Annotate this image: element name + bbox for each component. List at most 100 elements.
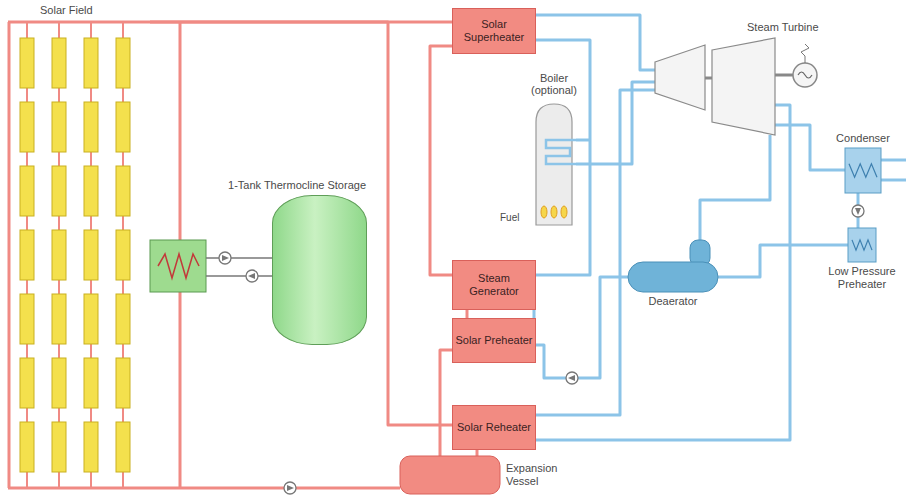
pipe-line bbox=[536, 15, 655, 70]
feedwater-preheater: Low Pressure Preheater bbox=[848, 228, 876, 262]
boiler-outline bbox=[532, 100, 576, 225]
expansion-vessel: Expansion Vessel bbox=[400, 456, 500, 494]
trough-collector bbox=[52, 166, 66, 216]
component-label: Deaerator bbox=[649, 295, 698, 308]
trough-collector bbox=[20, 38, 34, 88]
pump-arrow bbox=[287, 485, 294, 491]
trough-collector bbox=[84, 358, 98, 408]
pump-arrow bbox=[855, 208, 861, 215]
component-label: Condenser bbox=[836, 132, 890, 145]
lp-turbine bbox=[712, 38, 775, 135]
exchanger-coil bbox=[849, 164, 877, 178]
trough-collector bbox=[52, 38, 66, 88]
vessel-outline bbox=[400, 456, 500, 494]
trough-collector bbox=[84, 166, 98, 216]
cold-header bbox=[8, 487, 150, 490]
heat-exchanger: Solar Reheater bbox=[452, 405, 536, 450]
cooling-water-pipe bbox=[881, 179, 906, 182]
pump-symbol bbox=[284, 482, 296, 494]
pipe-line bbox=[476, 450, 479, 456]
hxBlue-outline bbox=[845, 148, 881, 193]
condenser: Condenser bbox=[845, 148, 881, 193]
trough-collector bbox=[52, 294, 66, 344]
generator-sine bbox=[798, 72, 812, 78]
trough-collector bbox=[20, 294, 34, 344]
trough-collector bbox=[116, 102, 130, 152]
trough-collector bbox=[116, 38, 130, 88]
pipe-line bbox=[440, 350, 452, 456]
component-label: Solar Field bbox=[40, 4, 150, 17]
burner-flame bbox=[541, 206, 547, 218]
field-pipe bbox=[8, 22, 11, 488]
solar-field: Solar Field bbox=[8, 2, 150, 488]
trough-collector bbox=[84, 230, 98, 280]
exchanger-body bbox=[848, 228, 876, 262]
pump-arrow bbox=[222, 255, 229, 261]
turbine-outline bbox=[655, 38, 775, 135]
exchanger-coil bbox=[158, 254, 199, 278]
trough-collector bbox=[20, 230, 34, 280]
heat-exchanger: Steam Generator bbox=[452, 260, 536, 310]
trough-collector bbox=[116, 422, 130, 472]
pipe-line bbox=[576, 82, 655, 164]
trough-collector bbox=[20, 102, 34, 152]
heat-exchanger: Solar Preheater bbox=[452, 318, 536, 363]
exchanger-body bbox=[845, 148, 881, 193]
trough-collector bbox=[116, 358, 130, 408]
pipe-line bbox=[466, 310, 469, 318]
vessel-body bbox=[400, 456, 500, 494]
box-label: Solar Reheater bbox=[457, 421, 531, 434]
box-label: Solar Preheater bbox=[455, 334, 532, 347]
trough-collector bbox=[116, 230, 130, 280]
hot-header bbox=[8, 21, 150, 24]
boiler-feed-pipe bbox=[576, 139, 590, 142]
hxBlue-outline bbox=[848, 228, 876, 262]
trough-collector bbox=[116, 294, 130, 344]
storage-loop-pipe bbox=[206, 275, 272, 277]
storage-tank: 1-Tank Thermocline Storage bbox=[272, 195, 367, 345]
component-label: 1-Tank Thermocline Storage bbox=[228, 179, 366, 192]
pipe-line bbox=[536, 105, 790, 440]
burner-flame bbox=[551, 206, 557, 218]
heat-exchanger: Solar Superheater bbox=[452, 8, 536, 54]
deaerator-tank bbox=[628, 262, 718, 292]
turbine-shaft bbox=[705, 77, 712, 80]
pump-arrow bbox=[568, 375, 575, 381]
boiler-coil bbox=[546, 140, 576, 164]
pipe-line bbox=[150, 487, 400, 490]
trough-collector bbox=[20, 422, 34, 472]
deaerator: Deaerator bbox=[628, 240, 718, 292]
generator-symbol bbox=[793, 63, 817, 87]
burner-flame bbox=[561, 206, 567, 218]
pipe-line bbox=[150, 22, 452, 425]
cooling-water-pipe bbox=[881, 159, 906, 162]
trough-collector bbox=[84, 294, 98, 344]
pipe-line bbox=[430, 46, 452, 275]
pump-symbol bbox=[219, 252, 231, 264]
component-label: Expansion Vessel bbox=[506, 462, 568, 487]
trough-collector bbox=[20, 358, 34, 408]
pump-symbol bbox=[566, 372, 578, 384]
trough-collector bbox=[116, 166, 130, 216]
boiler: Boiler (optional) bbox=[532, 100, 576, 225]
storage-heat-exchanger bbox=[150, 240, 206, 292]
trough-collector bbox=[84, 422, 98, 472]
pipe-line bbox=[700, 135, 770, 240]
component-label: Low Pressure Preheater bbox=[816, 265, 908, 290]
pump-symbol bbox=[246, 270, 258, 282]
component-label: Boiler (optional) bbox=[523, 72, 585, 97]
storage-loop-pipe bbox=[206, 257, 272, 259]
turbine-shaft bbox=[775, 74, 793, 77]
component-label: Steam Turbine bbox=[747, 21, 819, 34]
trough-collector bbox=[52, 358, 66, 408]
deaerator-outline bbox=[628, 240, 718, 292]
hp-turbine bbox=[655, 45, 705, 110]
exchanger-coil bbox=[852, 240, 872, 250]
box-label: Solar Superheater bbox=[453, 18, 535, 43]
trough-collector bbox=[20, 166, 34, 216]
trough-collector bbox=[52, 230, 66, 280]
steam-turbine: Steam Turbine bbox=[655, 38, 775, 135]
trough-collector bbox=[84, 38, 98, 88]
pipe-line bbox=[536, 90, 655, 415]
